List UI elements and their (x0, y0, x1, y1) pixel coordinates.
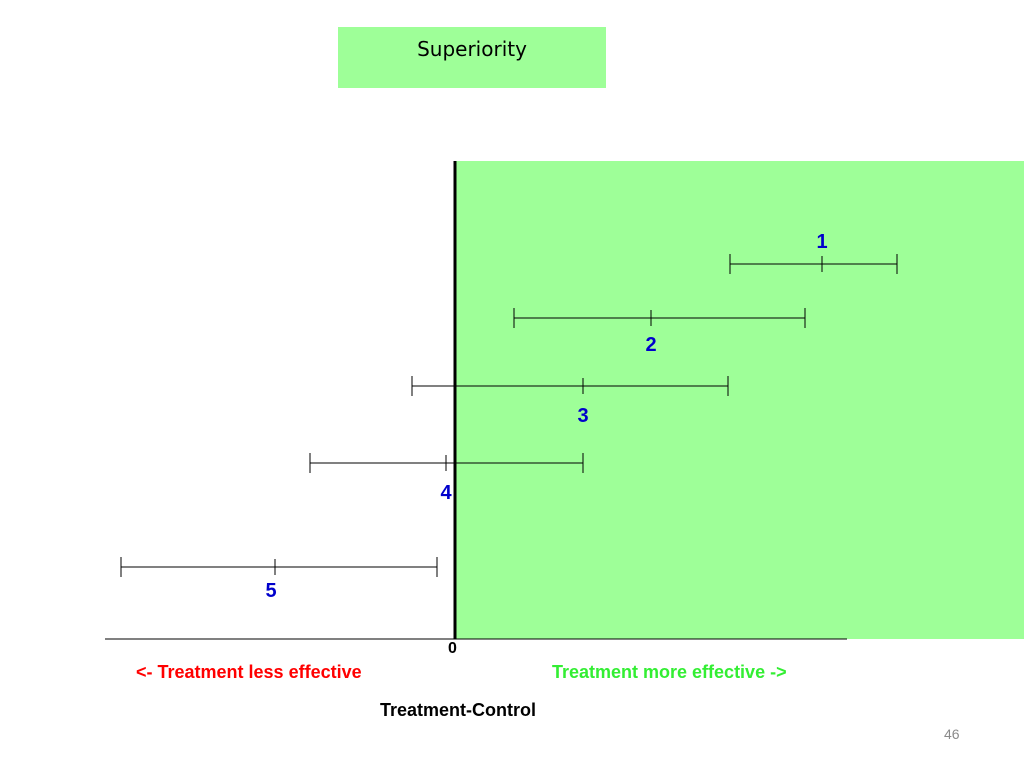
trial-1: 1 (729, 231, 898, 274)
trial-5: 5 (120, 557, 438, 602)
trial-label-3: 3 (577, 405, 588, 427)
trial-label-4: 4 (440, 482, 452, 504)
zero-tick-label: 0 (448, 640, 457, 657)
less-effective-label: <- Treatment less effective (136, 662, 362, 682)
slide-title: Superiority (417, 37, 527, 61)
trial-4: 4 (309, 453, 584, 504)
trial-label-5: 5 (265, 580, 276, 602)
superiority-region (455, 161, 1024, 639)
page-number: 46 (944, 726, 960, 742)
trial-intervals: 1 2 3 4 5 (120, 231, 898, 602)
trial-2: 2 (513, 308, 806, 356)
trial-label-1: 1 (816, 231, 827, 253)
trial-label-2: 2 (645, 334, 656, 356)
more-effective-label: Treatment more effective -> (552, 662, 787, 682)
title-box: Superiority (338, 27, 606, 88)
axis-title: Treatment-Control (380, 700, 537, 720)
trial-3: 3 (411, 376, 729, 427)
